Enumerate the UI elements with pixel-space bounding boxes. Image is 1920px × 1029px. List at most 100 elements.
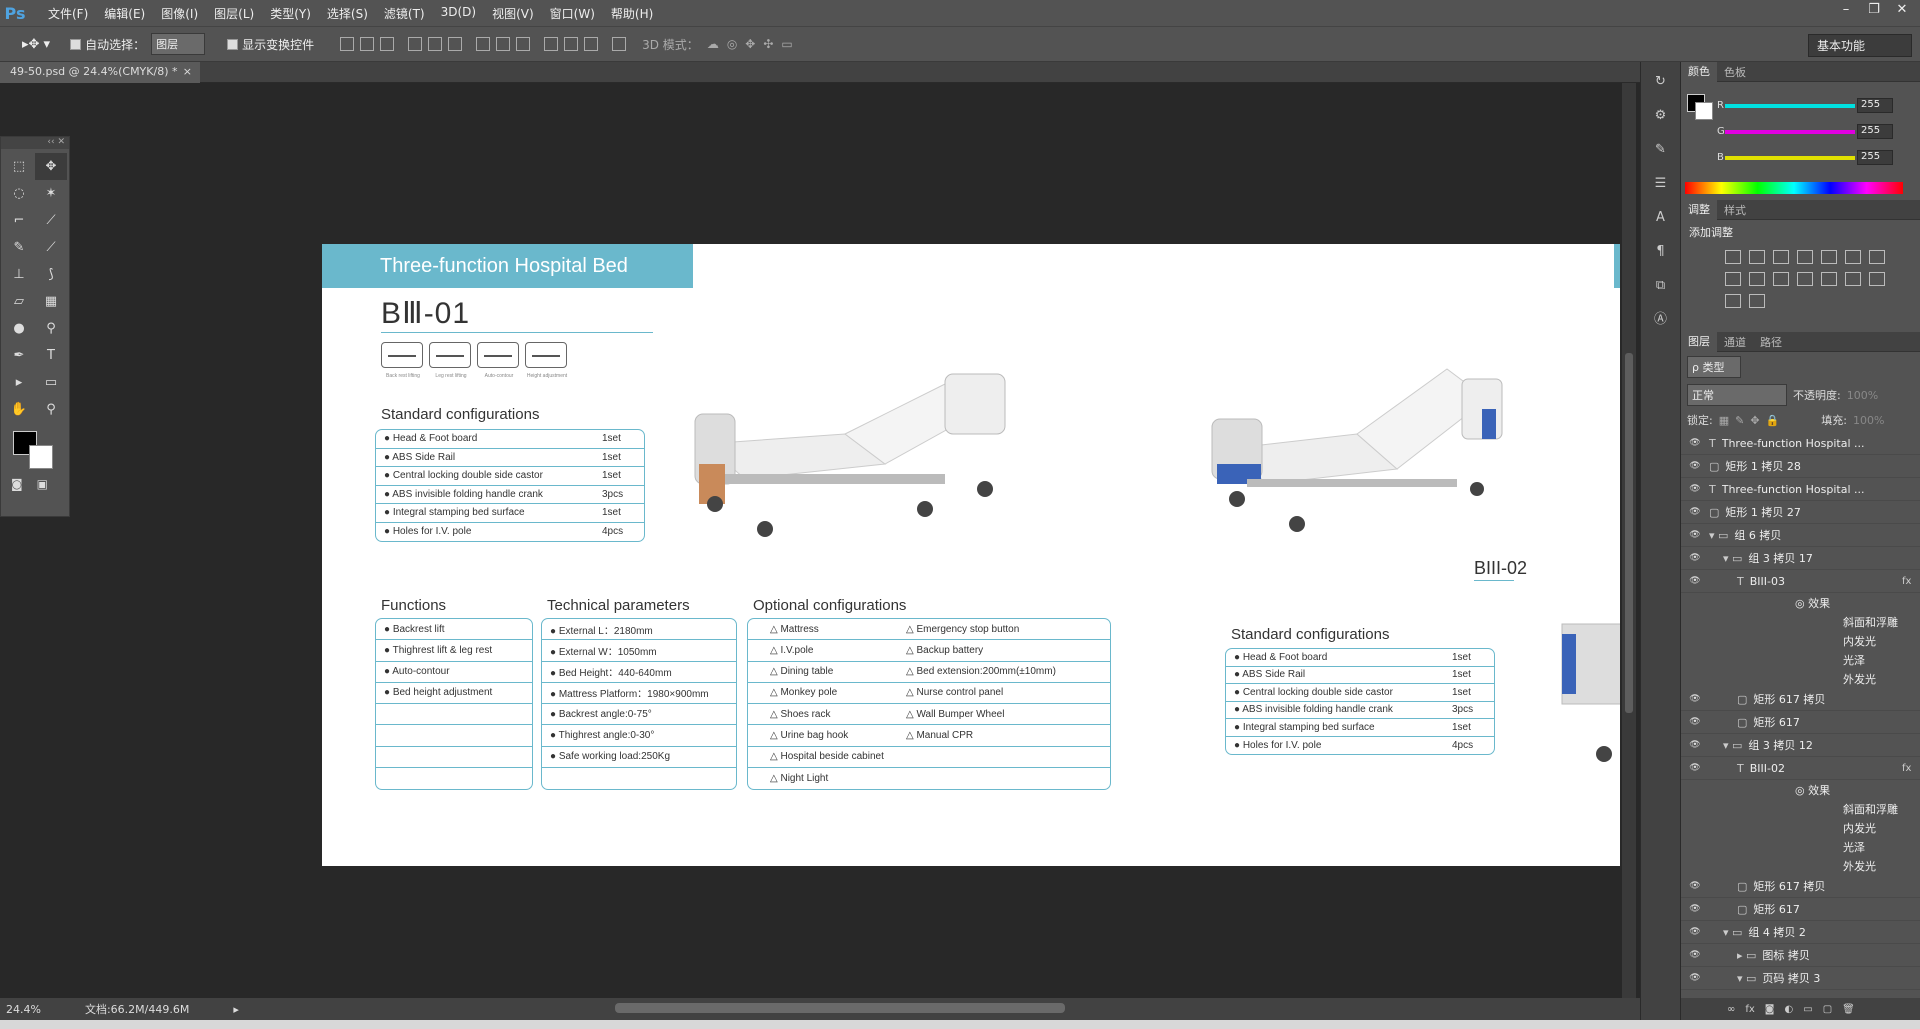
shape-tool-icon[interactable]: ▭ <box>44 375 58 390</box>
horizontal-scroll-thumb[interactable] <box>615 1003 1065 1013</box>
color-balance-icon[interactable] <box>1869 250 1885 264</box>
layer-row[interactable]: ◎ 效果 <box>1681 780 1920 799</box>
eyedropper-icon[interactable]: ⟋ <box>46 213 56 228</box>
zoom-level[interactable]: 24.4% <box>6 1002 41 1016</box>
blend-mode-dropdown[interactable]: 正常 <box>1687 384 1787 406</box>
move-tool-icon[interactable]: ▸✥ ▾ <box>22 36 51 52</box>
lasso-tool-icon[interactable]: ◌ <box>13 186 25 201</box>
history-brush-icon[interactable]: ⟆ <box>48 267 54 282</box>
eye-icon[interactable]: 👁 <box>1689 576 1701 586</box>
channel-mixer-icon[interactable] <box>1773 272 1789 286</box>
layer-row[interactable]: 斜面和浮雕 <box>1681 799 1920 818</box>
opacity-value[interactable]: 100% <box>1846 388 1879 402</box>
eye-icon[interactable]: 👁 <box>1689 740 1701 750</box>
vertical-scrollbar[interactable] <box>1622 83 1636 998</box>
crop-tool-icon[interactable]: ⌐ <box>13 213 25 228</box>
close-icon[interactable]: ✕ <box>1896 2 1908 17</box>
background-color-swatch[interactable] <box>29 445 53 469</box>
rgb-slider[interactable] <box>1725 130 1855 134</box>
layer-row[interactable]: 内发光 <box>1681 631 1920 650</box>
layer-row[interactable]: 👁▢矩形 617 拷贝 <box>1681 688 1920 711</box>
eye-icon[interactable]: 👁 <box>1689 904 1701 914</box>
magic-wand-icon[interactable]: ✶ <box>45 186 57 201</box>
vertical-scroll-thumb[interactable] <box>1625 353 1633 713</box>
tab-channels[interactable]: 通道 <box>1724 335 1746 349</box>
history-icon[interactable]: ↻ <box>1655 74 1666 89</box>
path-select-icon[interactable]: ▸ <box>15 375 23 390</box>
exposure-icon[interactable] <box>1797 250 1813 264</box>
eye-icon[interactable]: 👁 <box>1689 438 1701 448</box>
brush-tool-icon[interactable]: ⟋ <box>46 240 56 255</box>
zoom-tool-icon[interactable]: ⚲ <box>46 402 56 417</box>
tab-styles[interactable]: 样式 <box>1724 203 1746 217</box>
gradient-tool-icon[interactable]: ▦ <box>44 294 58 309</box>
eye-icon[interactable]: 👁 <box>1689 717 1701 727</box>
blur-tool-icon[interactable]: ● <box>13 321 25 336</box>
brush-preset-icon[interactable]: ✎ <box>1655 142 1666 157</box>
3d-mode-icons[interactable]: ☁◎✥✣▭ <box>706 37 801 51</box>
layer-row[interactable]: 👁▢矩形 1 拷贝 27 <box>1681 501 1920 524</box>
menu-item[interactable]: 文件(F) <box>48 6 89 21</box>
type-tool-icon[interactable]: T <box>47 348 55 363</box>
trash-icon[interactable]: 🗑 <box>1842 1003 1855 1015</box>
stamp-tool-icon[interactable]: ⊥ <box>13 267 25 282</box>
folder-icon[interactable]: ▭ <box>1803 1003 1813 1015</box>
layer-row[interactable]: 👁▢矩形 617 拷贝 <box>1681 875 1920 898</box>
align-left-icon[interactable] <box>408 37 423 51</box>
fx-icon[interactable]: fx <box>1745 1003 1755 1015</box>
eye-icon[interactable]: 👁 <box>1689 763 1701 773</box>
status-arrow-icon[interactable]: ▸ <box>233 1002 239 1016</box>
healing-brush-icon[interactable]: ✎ <box>13 240 25 255</box>
tab-close-icon[interactable]: × <box>182 65 192 78</box>
character-icon[interactable]: A <box>1656 210 1665 225</box>
eye-icon[interactable]: 👁 <box>1689 950 1701 960</box>
restore-icon[interactable]: ❐ <box>1868 2 1880 17</box>
invert-icon[interactable] <box>1821 272 1837 286</box>
new-layer-icon[interactable]: ▢ <box>1822 1003 1833 1015</box>
eye-icon[interactable]: 👁 <box>1689 694 1701 704</box>
distribute-bottom-icon[interactable] <box>516 37 531 51</box>
photo-filter-icon[interactable] <box>1749 272 1765 286</box>
vibrance-icon[interactable] <box>1821 250 1837 264</box>
hue-icon[interactable] <box>1845 250 1861 264</box>
menu-item[interactable]: 视图(V) <box>492 6 534 21</box>
layer-row[interactable]: 光泽 <box>1681 650 1920 669</box>
brightness-icon[interactable] <box>1725 250 1741 264</box>
layer-row[interactable]: 外发光 <box>1681 669 1920 688</box>
layer-row[interactable]: 👁▾ ▭页码 拷贝 3 <box>1681 967 1920 990</box>
layer-row[interactable]: 👁▢矩形 617 <box>1681 711 1920 734</box>
layer-row[interactable]: 👁▾ ▭组 6 拷贝 <box>1681 524 1920 547</box>
rgb-value[interactable]: 255 <box>1857 124 1893 139</box>
gradient-map-icon[interactable] <box>1749 294 1765 308</box>
layer-row[interactable]: 光泽 <box>1681 837 1920 856</box>
fill-value[interactable]: 100% <box>1852 413 1885 427</box>
distribute-vcenter-icon[interactable] <box>496 37 511 51</box>
minimize-icon[interactable]: – <box>1842 2 1850 17</box>
glyph-icon[interactable]: Ⓐ <box>1653 312 1667 327</box>
rgb-slider[interactable] <box>1725 156 1855 160</box>
eye-icon[interactable]: 👁 <box>1689 461 1701 471</box>
align-bottom-icon[interactable] <box>380 37 395 51</box>
rgb-slider[interactable] <box>1725 104 1855 108</box>
link-icon[interactable]: ∞ <box>1727 1003 1736 1015</box>
align-right-icon[interactable] <box>448 37 463 51</box>
eye-icon[interactable]: 👁 <box>1689 530 1701 540</box>
selective-color-icon[interactable] <box>1725 294 1741 308</box>
bg-swatch[interactable] <box>1695 102 1713 120</box>
eye-icon[interactable]: 👁 <box>1689 507 1701 517</box>
layer-row[interactable]: 👁▸ ▭图标 拷贝 <box>1681 944 1920 967</box>
menu-item[interactable]: 类型(Y) <box>270 6 311 21</box>
menu-item[interactable]: 滤镜(T) <box>383 6 425 21</box>
eye-icon[interactable]: 👁 <box>1689 484 1701 494</box>
dodge-tool-icon[interactable]: ⚲ <box>46 321 56 336</box>
document-tab[interactable]: 49-50.psd @ 24.4%(CMYK/8) * × <box>0 62 200 83</box>
distribute-top-icon[interactable] <box>476 37 491 51</box>
menu-item[interactable]: 编辑(E) <box>104 6 146 21</box>
lookup-icon[interactable] <box>1797 272 1813 286</box>
quick-mask-icon[interactable]: ◙ <box>11 477 23 491</box>
bw-icon[interactable] <box>1725 272 1741 286</box>
tab-color[interactable]: 颜色 <box>1681 61 1717 82</box>
threshold-icon[interactable] <box>1869 272 1885 286</box>
